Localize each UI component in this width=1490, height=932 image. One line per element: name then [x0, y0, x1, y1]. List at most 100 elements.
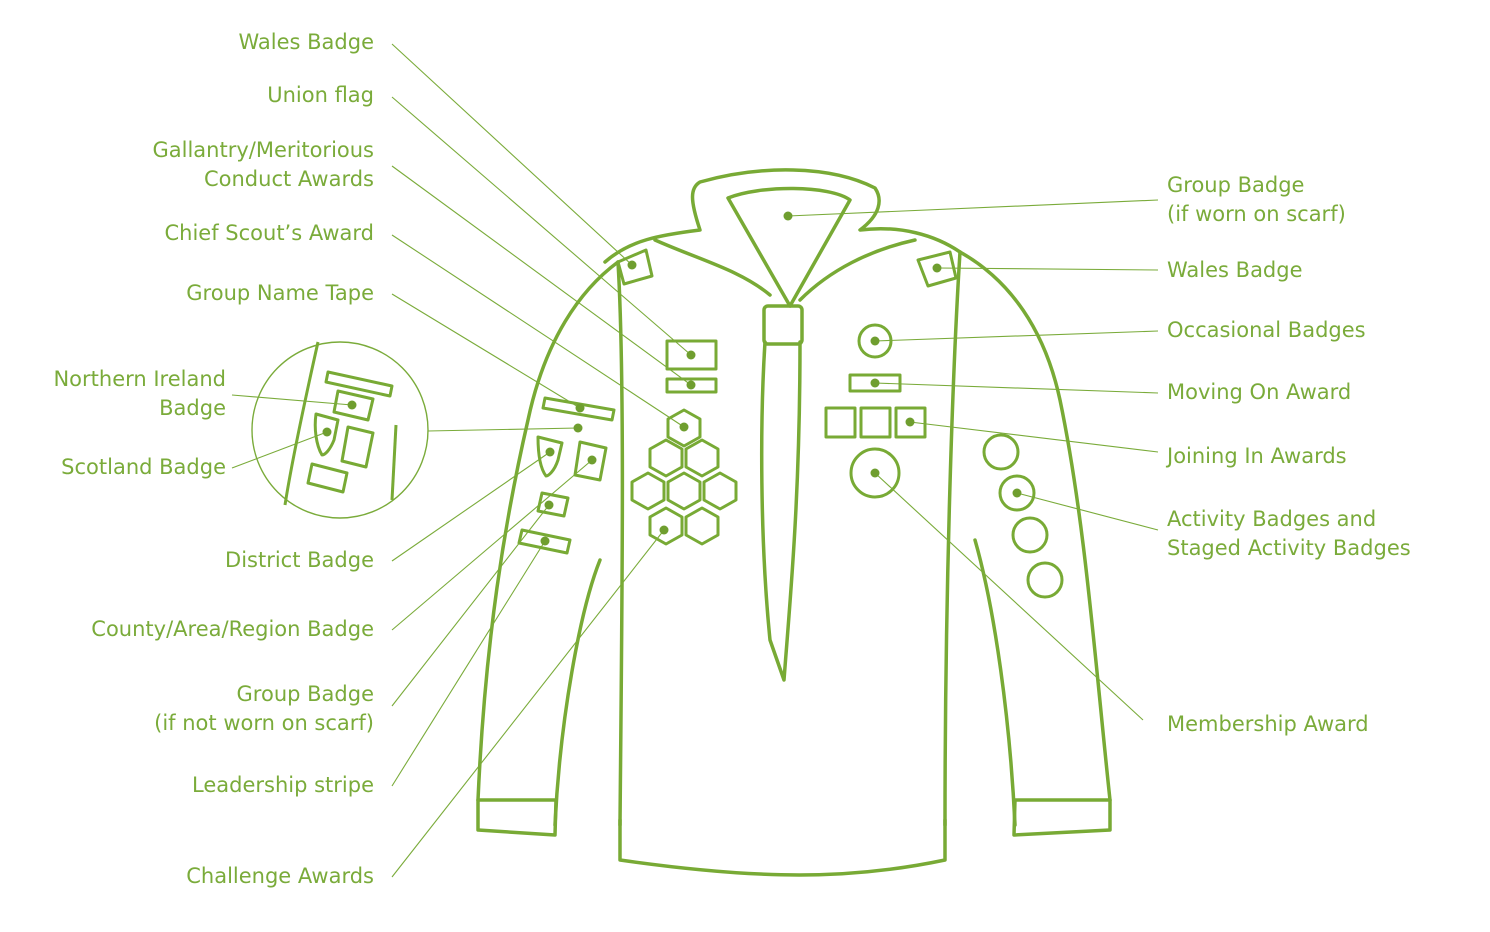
anchor-dot: [659, 525, 669, 535]
membership-badge: [849, 447, 901, 499]
leader-leadership: [391, 540, 546, 787]
occasional-badge: [857, 323, 893, 359]
hexagon: [648, 438, 684, 478]
shirt-outline: [476, 168, 1112, 877]
anchor-dot: [905, 417, 915, 427]
label-leadership-stripe: Leadership stripe: [192, 773, 374, 797]
leader-group-badge-scarf: [787, 199, 1159, 217]
shirt-badges: [517, 323, 1064, 599]
joining-in-badge: [894, 406, 927, 439]
hexagon: [702, 471, 738, 511]
label-wales-badge-right: Wales Badge: [1167, 258, 1303, 282]
leader-membership: [874, 472, 1144, 721]
right-epaulette: [916, 250, 958, 288]
activity-badge: [1026, 561, 1064, 599]
anchor-dot: [686, 350, 696, 360]
anchor-dot: [575, 403, 585, 413]
anchor-dot: [679, 422, 689, 432]
inset-detail: [251, 341, 429, 519]
woggle: [762, 304, 804, 346]
leader-county: [391, 459, 593, 631]
hexagon: [648, 506, 684, 546]
inset-sleeve-edge-right: [390, 424, 398, 501]
anchor-dot: [932, 263, 942, 273]
hexagon: [684, 506, 720, 546]
leader-gallantry: [391, 165, 692, 386]
anchor-dot: [870, 468, 880, 478]
right-cuff: [1012, 798, 1112, 837]
label-gallantry: Gallantry/Meritorious Conduct Awards: [152, 138, 374, 191]
label-membership: Membership Award: [1167, 712, 1369, 736]
anchor-dot: [540, 536, 550, 546]
anchor-dot: [322, 427, 332, 437]
anchor-dot: [545, 447, 555, 457]
inset-tape: [324, 370, 394, 398]
leader-wales-right: [936, 267, 1159, 271]
leader-district: [391, 451, 551, 562]
hexagon: [666, 471, 702, 511]
anchor-dot: [347, 400, 357, 410]
group-name-tape-badge: [541, 396, 616, 422]
inset-northern-ireland-badge: [332, 389, 375, 422]
activity-badge: [982, 433, 1020, 471]
leader-inset: [427, 427, 579, 432]
scarf: [726, 186, 852, 308]
shirt-body-outline: [476, 250, 1112, 802]
label-group-badge-scarf: Group Badge (if worn on scarf): [1167, 173, 1346, 226]
label-wales-badge-left: Wales Badge: [238, 30, 374, 54]
label-union-flag: Union flag: [267, 83, 374, 107]
leader-joining-in: [909, 421, 1159, 453]
activity-badge: [998, 474, 1036, 512]
anchor-dot: [627, 260, 637, 270]
label-group-badge-not-scarf: Group Badge (if not worn on scarf): [154, 682, 374, 735]
label-joining-in: Joining In Awards: [1167, 444, 1347, 468]
hexagon: [684, 438, 720, 478]
label-chief-scout: Chief Scout’s Award: [164, 221, 374, 245]
label-county: County/Area/Region Badge: [91, 617, 374, 641]
leader-lines: [231, 43, 1159, 878]
scotland-shield-badge: [536, 435, 564, 478]
right-sleeve-inner: [973, 538, 1017, 827]
anchor-dot: [544, 500, 554, 510]
anchor-dots: [322, 211, 1022, 546]
leader-northern-ireland: [231, 394, 353, 406]
union-flag-badge: [665, 339, 718, 371]
label-group-name-tape: Group Name Tape: [186, 281, 374, 305]
label-challenge-awards: Challenge Awards: [186, 864, 374, 888]
leader-activity: [1016, 492, 1159, 531]
inset-circle: [251, 341, 429, 519]
leader-moving-on: [874, 382, 1159, 394]
gallantry-badge: [665, 377, 718, 394]
anchor-dot: [573, 423, 583, 433]
inset-district-badge: [340, 425, 375, 469]
anchor-dot: [1012, 488, 1022, 498]
label-northern-ireland: Northern Ireland Badge: [53, 367, 226, 420]
leadership-stripe-badge: [517, 528, 572, 555]
anchor-dot: [686, 380, 696, 390]
anchor-dot: [783, 211, 793, 221]
label-scotland: Scotland Badge: [61, 455, 226, 479]
leader-chief-scout: [391, 234, 685, 428]
leader-challenge: [391, 529, 665, 878]
leader-group-name-tape: [391, 293, 581, 409]
left-cuff: [476, 798, 558, 837]
label-activity: Activity Badges and Staged Activity Badg…: [1167, 507, 1411, 560]
scarf-tail: [759, 340, 802, 682]
left-sleeve-inner: [553, 558, 602, 827]
anchor-dot: [870, 336, 880, 346]
moving-on-badge: [848, 373, 902, 393]
chief-scout-hexagon: [666, 408, 702, 448]
torso-sides: [616, 250, 962, 827]
joining-in-badge: [859, 406, 892, 439]
hem: [618, 818, 947, 877]
leader-union-flag: [391, 96, 692, 356]
hexagon: [630, 471, 666, 511]
inset-sleeve-edge: [283, 341, 320, 506]
collar: [603, 168, 962, 302]
leader-scotland: [231, 431, 328, 469]
anchor-dot: [870, 378, 880, 388]
inset-scotland-badge: [313, 412, 340, 457]
label-district: District Badge: [225, 548, 374, 572]
leader-wales-left: [391, 43, 633, 266]
